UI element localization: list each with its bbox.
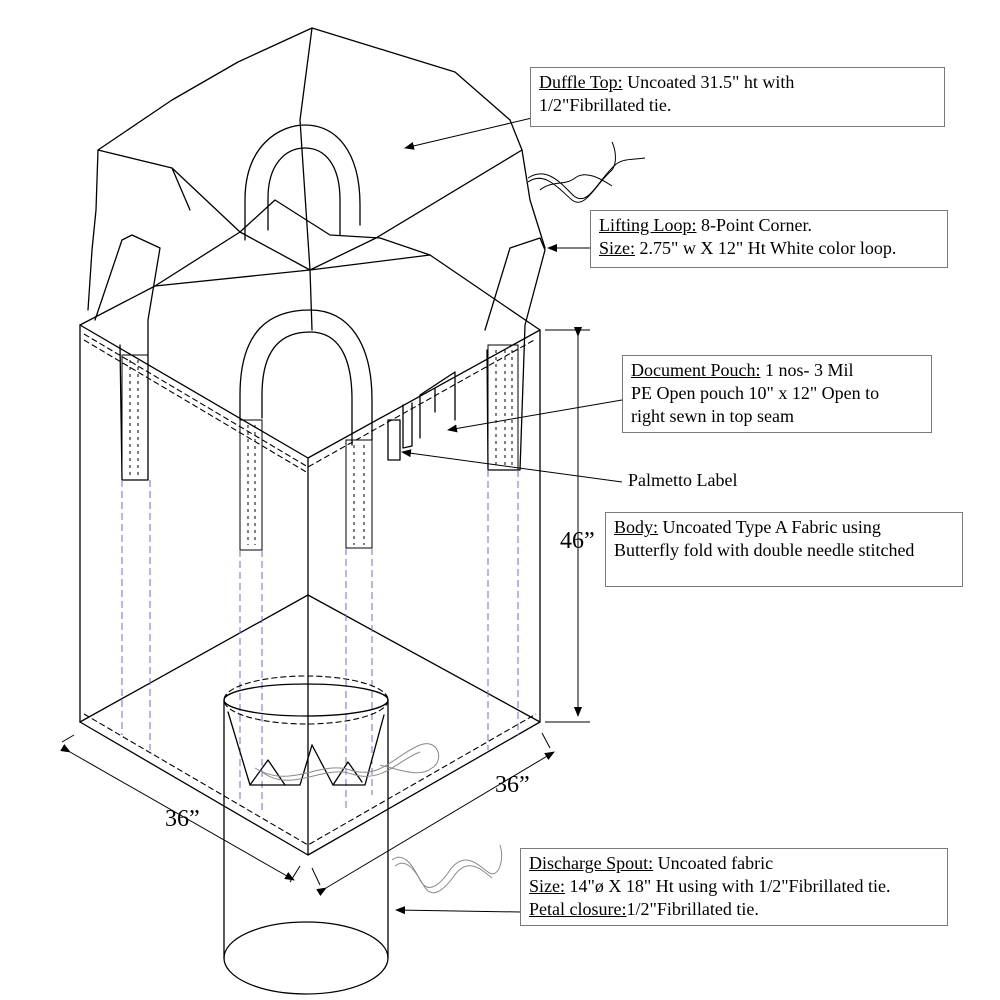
bag-body [79,254,541,856]
discharge-spout-petal-label: Petal closure: [529,899,627,919]
document-pouch-line1: 1 nos- 3 Mil [760,360,854,380]
lifting-loop-line1: 8-Point Corner. [696,215,812,235]
lifting-loop-front [239,309,373,446]
discharge-spout-line3: 1/2"Fibrillated tie. [626,899,759,919]
lifting-loop-size-label: Size: [599,238,635,258]
document-pouch [387,371,456,461]
lifting-loop-back [244,124,361,241]
corner-loops [94,234,546,481]
dimension-height-label: 46” [560,528,595,554]
duffle-top-tie [527,141,646,203]
body-line2: Butterfly fold with double needle stitch… [614,540,915,560]
duffle-top-title: Duffle Top: [539,72,623,92]
callout-discharge-spout: Discharge Spout: Uncoated fabric Size: 1… [520,848,948,926]
dimension-width-right [311,732,555,897]
discharge-spout-title: Discharge Spout: [529,853,654,873]
loop-stitch-strips [121,344,519,551]
callout-body: Body: Uncoated Type A Fabric using Butte… [605,512,963,587]
discharge-spout-line2: 14"ø X 18" Ht using with 1/2"Fibrillated… [565,876,891,896]
spout-petal-tie [254,743,440,781]
dimension-height [545,327,590,723]
body-line1: Uncoated Type A Fabric using [658,517,881,537]
document-pouch-line2: PE Open pouch 10" x 12" Open to [631,383,880,403]
leader-lines [395,117,623,915]
document-pouch-title: Document Pouch: [631,360,761,380]
discharge-spout-line1: Uncoated fabric [653,853,774,873]
dimension-width-left [60,734,301,883]
callout-lifting-loop: Lifting Loop: 8-Point Corner. Size: 2.75… [590,210,948,268]
spout-outer-tie [391,844,503,894]
duffle-top-line1: Uncoated 31.5" ht with [622,72,795,92]
dimension-width-right-label: 36” [495,772,530,798]
duffle-top [87,27,546,331]
lifting-loop-line2: 2.75" w X 12" Ht White color loop. [635,238,897,258]
dimension-width-left-label: 36” [165,806,200,832]
duffle-top-line2: 1/2"Fibrillated tie. [539,95,672,115]
discharge-spout-size-label: Size: [529,876,565,896]
callout-document-pouch: Document Pouch: 1 nos- 3 Mil PE Open pou… [622,355,932,433]
body-title: Body: [614,517,659,537]
callout-duffle-top: Duffle Top: Uncoated 31.5" ht with 1/2"F… [530,67,945,127]
lifting-loop-title: Lifting Loop: [599,215,697,235]
stitch-guide-lines [121,470,519,812]
discharge-spout [223,675,389,995]
palmetto-label: Palmetto Label [628,470,738,490]
document-pouch-line3: right sewn in top seam [631,406,794,426]
